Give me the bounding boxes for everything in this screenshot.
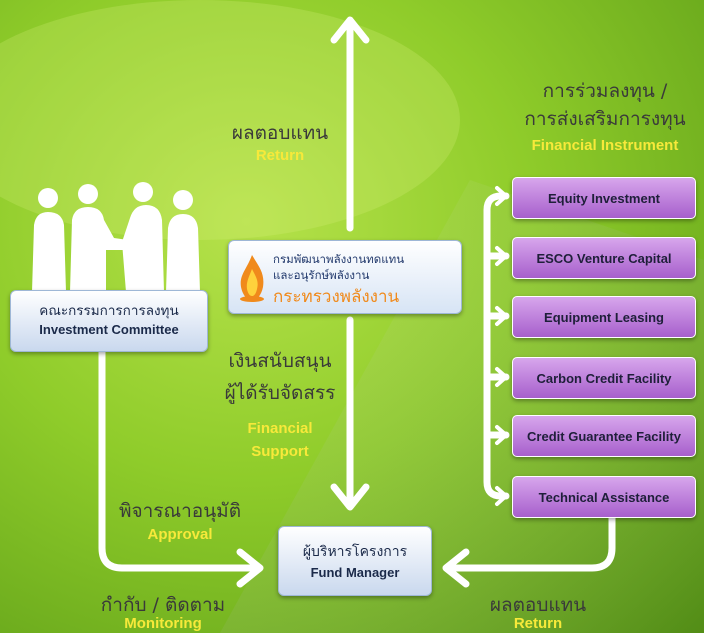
fund-manager-box: ผู้บริหารโครงการ Fund Manager <box>278 526 432 596</box>
monitoring-en: Monitoring <box>124 615 202 632</box>
return-top-en: Return <box>255 147 305 164</box>
department-line1: กรมพัฒนาพลังงานทดแทน <box>273 252 405 266</box>
financial-support-en-1: Financial <box>247 420 313 437</box>
financial-instrument-en: Financial Instrument <box>531 137 679 154</box>
investment-committee-box: คณะกรรมการการลงทุน Investment Committee <box>10 290 208 352</box>
committee-en: Investment Committee <box>39 322 179 337</box>
instrument-equipment-leasing: Equipment Leasing <box>512 296 696 338</box>
financial-support-thai-2: ผู้ได้รับจัดสรร <box>224 382 336 404</box>
instrument-credit-guarantee-facility: Credit Guarantee Facility <box>512 415 696 457</box>
fund-manager-en: Fund Manager <box>310 565 400 580</box>
instrument-equity-investment: Equity Investment <box>512 177 696 219</box>
return-bottom-en: Return <box>513 615 563 632</box>
department-box: กรมพัฒนาพลังงานทดแทน และอนุรักษ์พลังงาน … <box>228 240 462 314</box>
instrument-carbon-credit-facility: Carbon Credit Facility <box>512 357 696 399</box>
return-top-thai: ผลตอบแทน <box>231 122 329 144</box>
monitoring-thai: กำกับ / ติดตาม <box>100 594 226 616</box>
financial-instrument-thai-2: การส่งเสริมการงทุน <box>524 108 686 130</box>
business-people-icon <box>32 182 200 292</box>
instrument-technical-assistance: Technical Assistance <box>512 476 696 518</box>
flame-logo-icon <box>240 255 264 302</box>
department-line2: และอนุรักษ์พลังงาน <box>273 268 370 282</box>
financial-instrument-thai-1: การร่วมลงทุน / <box>542 80 668 102</box>
fund-manager-thai: ผู้บริหารโครงการ <box>302 544 408 560</box>
approval-thai: พิจารณาอนุมัติ <box>118 500 242 522</box>
return-bottom-thai: ผลตอบแทน <box>489 594 587 616</box>
instrument-esco-venture-capital: ESCO Venture Capital <box>512 237 696 279</box>
approval-en: Approval <box>147 526 213 543</box>
committee-thai: คณะกรรมการการลงทุน <box>39 303 179 319</box>
financial-support-en-2: Support <box>251 443 309 460</box>
ministry-name: กระทรวงพลังงาน <box>273 287 400 307</box>
financial-support-thai-1: เงินสนับสนุน <box>228 350 332 372</box>
